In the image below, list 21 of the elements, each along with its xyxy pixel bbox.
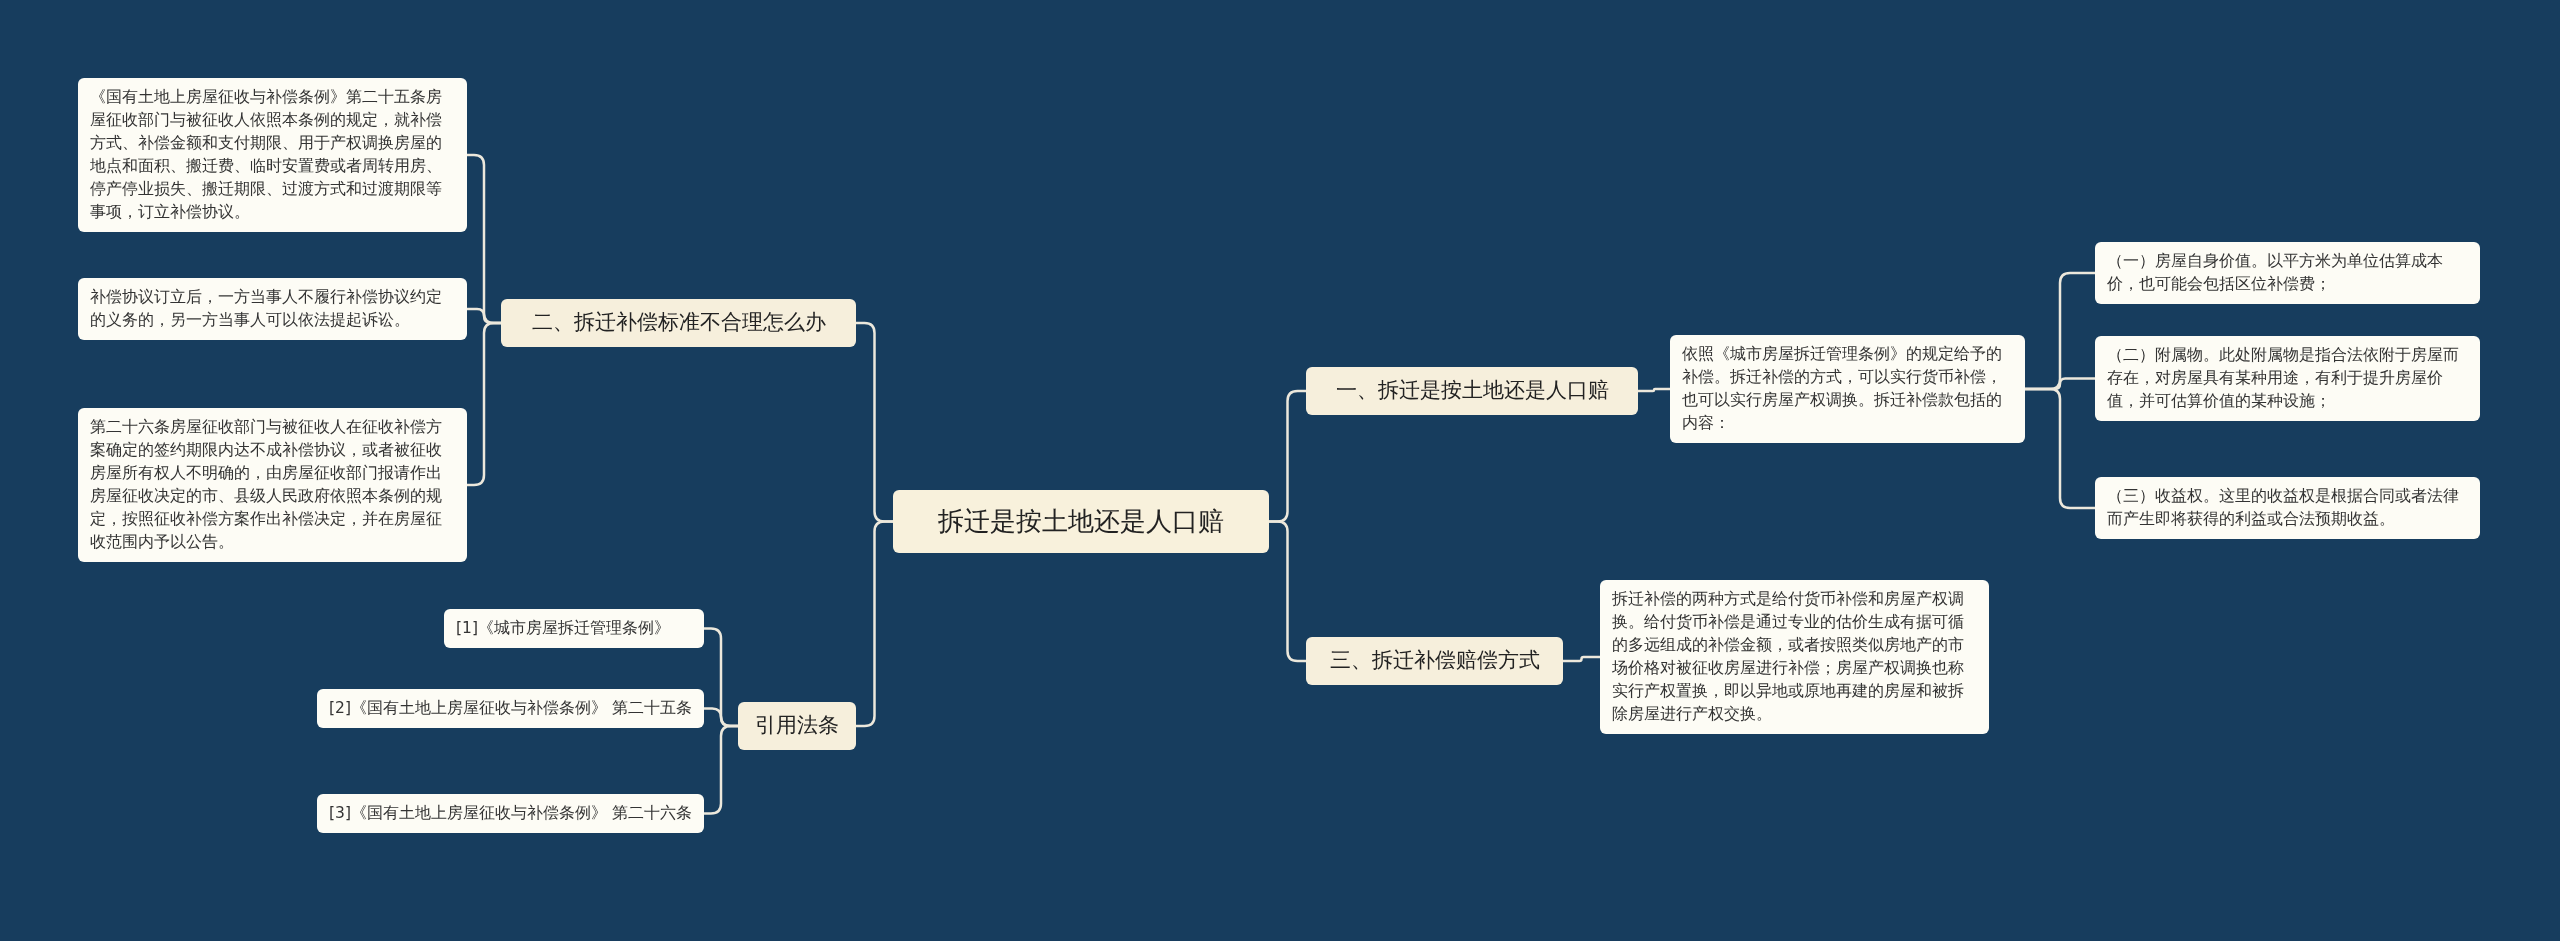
branch-topic: 三、拆迁补偿赔偿方式	[1306, 637, 1563, 685]
branch-topic: 二、拆迁补偿标准不合理怎么办	[501, 299, 856, 347]
reference-card: [1]《城市房屋拆迁管理条例》	[444, 609, 704, 648]
connector-line	[1638, 387, 1670, 393]
note-card: 第二十六条房屋征收部门与被征收人在征收补偿方案确定的签约期限内达不成补偿协议，或者被征收房屋所有权人不明确的，由房屋征收部门报请作出房屋征收决定的市、县级人民政府依照本条例的规定，按照征收补偿方案作出补偿决定，并在房屋征收范围内予以公告。	[78, 408, 467, 562]
connector-line	[856, 520, 893, 728]
branch-topic: 一、拆迁是按土地还是人口赔	[1306, 367, 1638, 415]
connector-line	[1269, 520, 1306, 663]
connector-line	[2025, 387, 2095, 510]
note-card: 拆迁补偿的两种方式是给付货币补偿和房屋产权调换。给付货币补偿是通过专业的估价生成有据可循的多远组成的补偿金额，或者按照类似房地产的市场价格对被征收房屋进行补偿；房屋产权调换也称实行产权置换，即以异地或原地再建的房屋和被拆除房屋进行产权交换。	[1600, 580, 1989, 734]
central-topic: 拆迁是按土地还是人口赔	[893, 490, 1269, 553]
branch-topic: 引用法条	[738, 702, 856, 750]
note-card: 补偿协议订立后，一方当事人不履行补偿协议约定的义务的，另一方当事人可以依法提起诉讼。	[78, 278, 467, 340]
connector-line	[1563, 655, 1600, 663]
note-card: （三）收益权。这里的收益权是根据合同或者法律而产生即将获得的利益或合法预期收益。	[2095, 477, 2480, 539]
reference-card: [2]《国有土地上房屋征收与补偿条例》 第二十五条	[317, 689, 704, 728]
note-card: 依照《城市房屋拆迁管理条例》的规定给予的补偿。拆迁补偿的方式，可以实行货币补偿，也可以实行房屋产权调换。拆迁补偿款包括的内容：	[1670, 335, 2025, 443]
note-card: （一）房屋自身价值。以平方米为单位估算成本价，也可能会包括区位补偿费；	[2095, 242, 2480, 304]
reference-card: [3]《国有土地上房屋征收与补偿条例》 第二十六条	[317, 794, 704, 833]
note-card: 《国有土地上房屋征收与补偿条例》第二十五条房屋征收部门与被征收人依照本条例的规定，就补偿方式、补偿金额和支付期限、用于产权调换房屋的地点和面积、搬迁费、临时安置费或者周转用房、停产停业损失、搬迁期限、过渡方式和过渡期限等事项，订立补偿协议。	[78, 78, 467, 232]
note-card: （二）附属物。此处附属物是指合法依附于房屋而存在，对房屋具有某种用途，有利于提升房屋价值，并可估算价值的某种设施；	[2095, 336, 2480, 421]
